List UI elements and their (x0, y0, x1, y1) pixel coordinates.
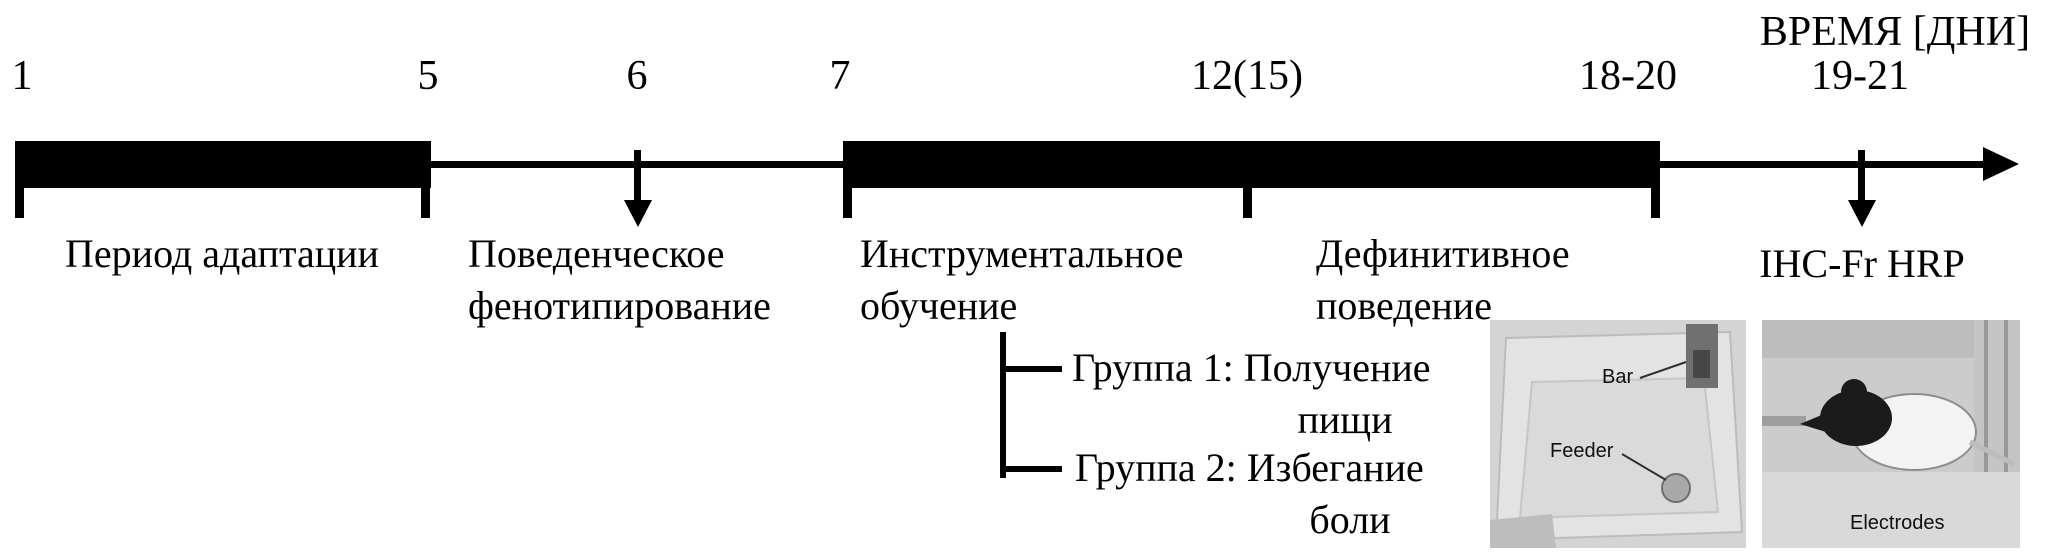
photo-operant-chamber: Bar Feeder (1490, 320, 1746, 548)
phase-label-definitive: Дефинитивное поведение (1316, 228, 1570, 332)
phase-label-phenotyping: Поведенческое фенотипирование (468, 228, 771, 332)
feeder-label: Feeder (1550, 440, 1614, 462)
tick-day-18-20 (1651, 141, 1660, 218)
day-label-19-21: 19-21 (1811, 53, 1909, 99)
phase-bar-adaptation (15, 141, 431, 188)
day-label-7: 7 (829, 53, 851, 99)
timeline-arrowhead-icon (1983, 147, 2019, 181)
day-label-18-20: 18-20 (1579, 53, 1677, 99)
electrodes-label: Electrodes (1850, 512, 1945, 534)
bar-label: Bar (1602, 366, 1634, 388)
group-bracket-branch-2 (1000, 466, 1062, 472)
phase-label-phenotyping-line1: Поведенческое (468, 231, 725, 276)
tick-day-7 (843, 141, 852, 218)
group-bracket-branch-1 (1000, 366, 1062, 372)
phase-label-definitive-line1: Дефинитивное (1316, 231, 1570, 276)
phase-label-instrumental-line2: обучение (860, 283, 1018, 328)
rat-illustration (1762, 320, 2020, 548)
operant-chamber-illustration (1490, 320, 1746, 548)
day-label-5: 5 (417, 53, 439, 99)
phase-label-adaptation: Период адаптации (65, 231, 379, 276)
day-label-6: 6 (626, 53, 648, 99)
phase-label-instrumental: Инструментальное обучение (860, 228, 1183, 332)
tick-day-1 (15, 141, 24, 218)
event-arrow-day-19-21-shaft (1858, 150, 1865, 202)
day-label-12-15: 12(15) (1191, 53, 1303, 99)
group-bracket-vertical (1000, 332, 1006, 478)
phase-label-definitive-line2: поведение (1316, 283, 1492, 328)
event-arrow-day-6-head-icon (624, 200, 652, 227)
photo-rat-electrodes: Electrodes (1762, 320, 2020, 548)
tick-day-12-15 (1243, 141, 1252, 218)
group1-label-line1: Группа 1: Получение (1072, 345, 1431, 390)
group1-label-line2: пищи (1297, 397, 1393, 442)
group2-label-line1: Группа 2: Избегание (1075, 445, 1424, 490)
group2-label-line2: боли (1309, 497, 1391, 542)
phase-label-ihc: IHC-Fr HRP (1759, 241, 1965, 286)
time-axis-title: ВРЕМЯ [ДНИ] (1759, 9, 2031, 55)
phase-label-phenotyping-line2: фенотипирование (468, 283, 771, 328)
day-label-1: 1 (11, 53, 33, 99)
event-arrow-day-19-21-head-icon (1848, 200, 1876, 227)
phase-label-instrumental-line1: Инструментальное (860, 231, 1184, 276)
tick-day-5 (421, 141, 430, 218)
event-arrow-day-6-shaft (634, 150, 641, 202)
